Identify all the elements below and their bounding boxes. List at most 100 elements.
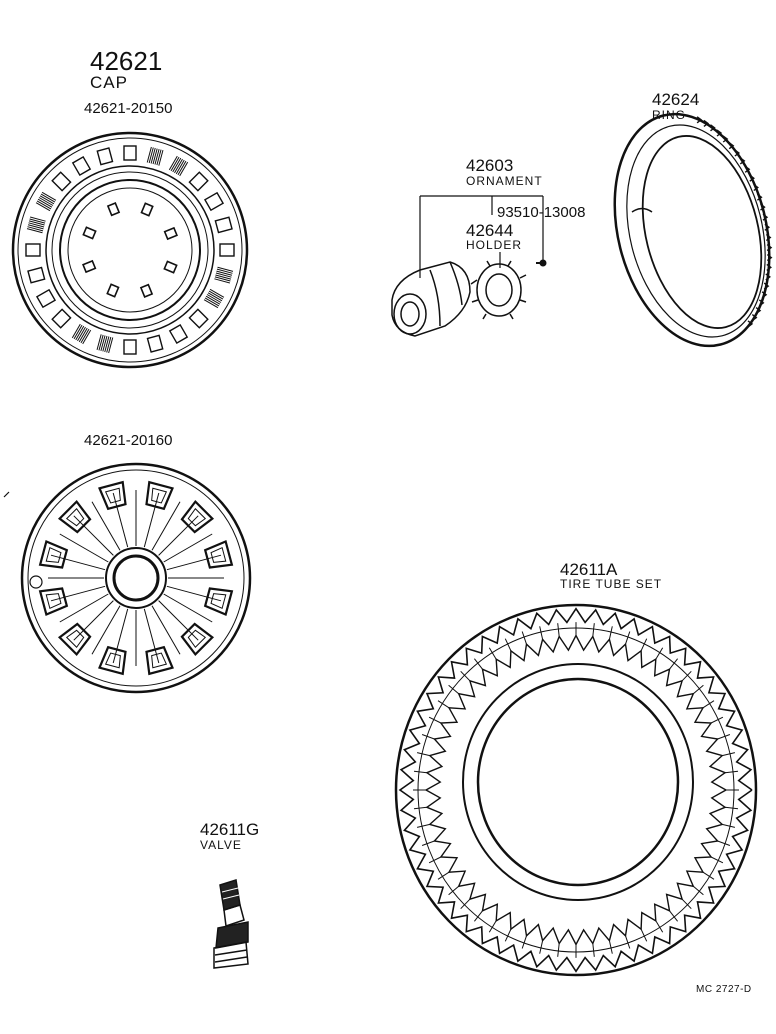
- hub-cap-window-inner: [187, 507, 207, 527]
- hub-cap-window-outer: [180, 622, 215, 657]
- tire-tread-groove: [625, 935, 631, 949]
- hub-cap-slot: [146, 334, 164, 353]
- tire-tread-groove: [710, 716, 724, 724]
- hub-cap-slot-rect: [123, 145, 137, 161]
- hub-cap-slot: [214, 216, 233, 234]
- hub-cap-hole: [106, 202, 121, 217]
- ring-tooth: [758, 299, 765, 307]
- hub-cap-vent-line: [75, 325, 85, 341]
- ring-tooth: [749, 174, 755, 182]
- hub-cap-hole: [139, 283, 154, 298]
- tire-tread-groove: [521, 935, 527, 949]
- tire-tread-groove: [460, 670, 471, 682]
- hub-cap-vent-line: [106, 336, 112, 353]
- ornament-part-name: ORNAMENT: [466, 174, 543, 188]
- hub-cap-slot: [214, 266, 234, 284]
- ring-tooth: [734, 149, 741, 157]
- tire-tread-groove: [725, 770, 739, 774]
- tire-outer-zigzag: [398, 607, 753, 973]
- tire-tread-groove: [416, 823, 430, 828]
- hub-cap-vent-line: [150, 147, 156, 164]
- hub-cap-center-holes: [82, 202, 178, 298]
- hub-cap-20160-drawing: [20, 462, 252, 694]
- hub-cap-slot: [35, 191, 57, 212]
- hub-cap-slot: [188, 171, 209, 192]
- tire-tread-groove: [702, 871, 715, 880]
- hub-cap-window: [180, 499, 215, 534]
- hub-cap-slot-rect: [146, 334, 164, 353]
- hub-cap-vent-line: [207, 292, 223, 302]
- hub-cap-vent-line: [35, 202, 51, 212]
- hub-cap-vent-line: [29, 218, 46, 224]
- hub-cap-vent-line: [215, 272, 232, 278]
- tire-tread-groove: [710, 856, 724, 864]
- ornament-leader-lines: [419, 195, 544, 278]
- hub-cap-vent-line: [168, 155, 178, 171]
- hub-cap-vent-line: [158, 149, 164, 166]
- tire-tread-groove: [692, 885, 704, 896]
- hub-cap-window: [203, 587, 234, 616]
- hub-cap-spoke-line: [163, 533, 213, 563]
- hub-cap-window-outer: [203, 587, 234, 616]
- hub-cap-vent-line: [73, 324, 83, 340]
- hub-cap-slot: [219, 243, 235, 257]
- tire-tread-groove: [421, 734, 435, 740]
- valve-drawing: [213, 879, 249, 969]
- hub-cap-slot: [123, 145, 137, 161]
- hub-cap-vent-line: [156, 149, 162, 166]
- hub-cap-window-inner: [104, 652, 121, 669]
- cap-part-20150: 42621-20150: [84, 100, 173, 117]
- hub-cap-window-outer: [98, 645, 127, 676]
- hub-cap-slot: [123, 339, 137, 355]
- hub-cap-spoke-line: [73, 600, 114, 641]
- hub-cap-slot-rect: [214, 216, 233, 234]
- ring-tooth: [710, 124, 716, 132]
- hub-cap-vent-line: [205, 295, 221, 305]
- tire-tread-groove: [413, 770, 427, 774]
- hub-cap-window: [145, 480, 174, 511]
- hub-cap-window: [98, 645, 127, 676]
- tire-tread-groove: [460, 898, 471, 910]
- ring-tooth: [744, 165, 751, 173]
- hub-cap-slot-rect: [219, 243, 235, 257]
- ring-tooth: [766, 254, 773, 262]
- hub-cap-vent-line: [154, 148, 160, 165]
- hub-cap-vent-line: [217, 266, 234, 272]
- holder-part-name: HOLDER: [466, 238, 523, 252]
- hub-cap-vent-line: [36, 200, 52, 210]
- tire-tread-groove: [539, 626, 544, 640]
- hub-cap-vent-line: [216, 268, 233, 274]
- hub-cap-vent-line: [170, 156, 180, 172]
- ring-tooth: [766, 263, 772, 271]
- tire-tread-groove: [504, 928, 512, 942]
- hub-cap-window-inner: [210, 593, 227, 610]
- hub-cap-vent-line: [216, 270, 233, 276]
- hub-cap-vent-line: [29, 216, 46, 222]
- hub-cap-slot-rect: [123, 339, 137, 355]
- ring-tooth: [751, 314, 758, 322]
- hub-cap-slot: [26, 216, 46, 234]
- hub-cap-spoke-line: [73, 515, 114, 556]
- hub-cap-spoke-line: [158, 515, 199, 556]
- valve-part-number: 42611G: [200, 820, 260, 839]
- hub-cap-slot-rect: [27, 266, 46, 284]
- ring-tooth: [765, 233, 772, 242]
- ring-tooth: [747, 320, 754, 328]
- hub-cap-hole: [140, 202, 154, 217]
- hub-cap-vent-line: [41, 191, 57, 201]
- hub-cap-slot-rect: [51, 171, 72, 192]
- hub-cap-slot: [71, 155, 92, 177]
- screw-drawing: [536, 259, 547, 267]
- tire-tread-groove: [717, 840, 731, 846]
- hub-cap-vent-line: [28, 222, 45, 228]
- hub-cap-vent-line: [152, 148, 158, 165]
- ring-drawing: [613, 112, 773, 348]
- hub-cap-window: [38, 540, 69, 569]
- hub-cap-vent-line: [80, 328, 90, 344]
- cap-part-name: CAP: [90, 73, 128, 92]
- ring-tooth: [756, 193, 763, 201]
- hub-cap-window-outer: [38, 540, 69, 569]
- hub-cap-window-outer: [145, 645, 174, 676]
- hub-cap-vent-line: [172, 157, 182, 173]
